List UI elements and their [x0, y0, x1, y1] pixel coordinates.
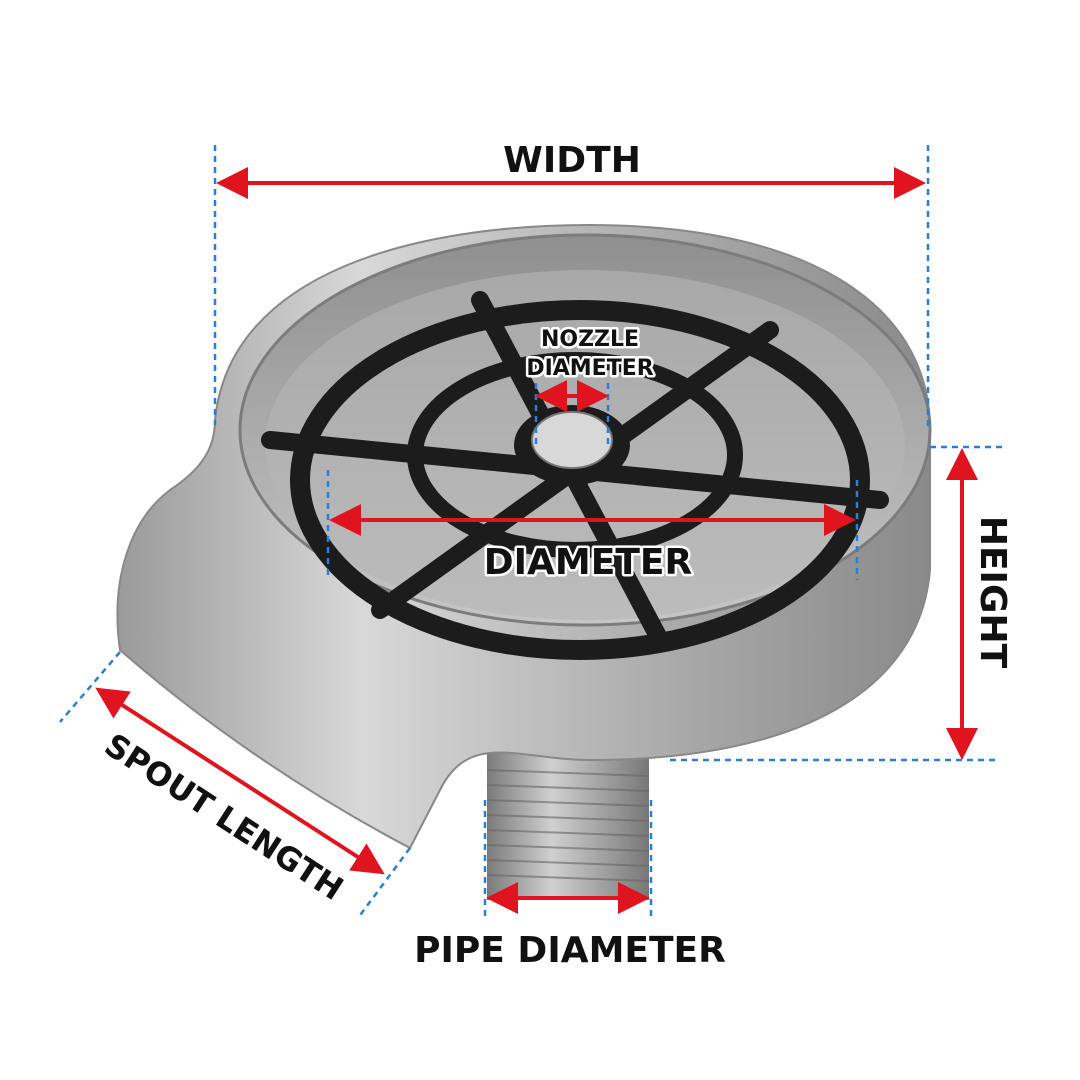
nozzle-label-line1: NOZZLE [541, 327, 639, 352]
nozzle [514, 405, 630, 485]
dimension-guides [59, 145, 1005, 920]
threaded-pipe [486, 740, 650, 900]
width-label: WIDTH [503, 140, 641, 181]
height-label: HEIGHT [972, 516, 1013, 669]
spout-arrow [95, 687, 385, 875]
dimension-arrows [95, 167, 978, 914]
pipe-diameter-label: PIPE DIAMETER [414, 930, 726, 971]
nozzle-label-line2: DIAMETER [526, 356, 653, 381]
diameter-label: DIAMETER [484, 542, 692, 583]
